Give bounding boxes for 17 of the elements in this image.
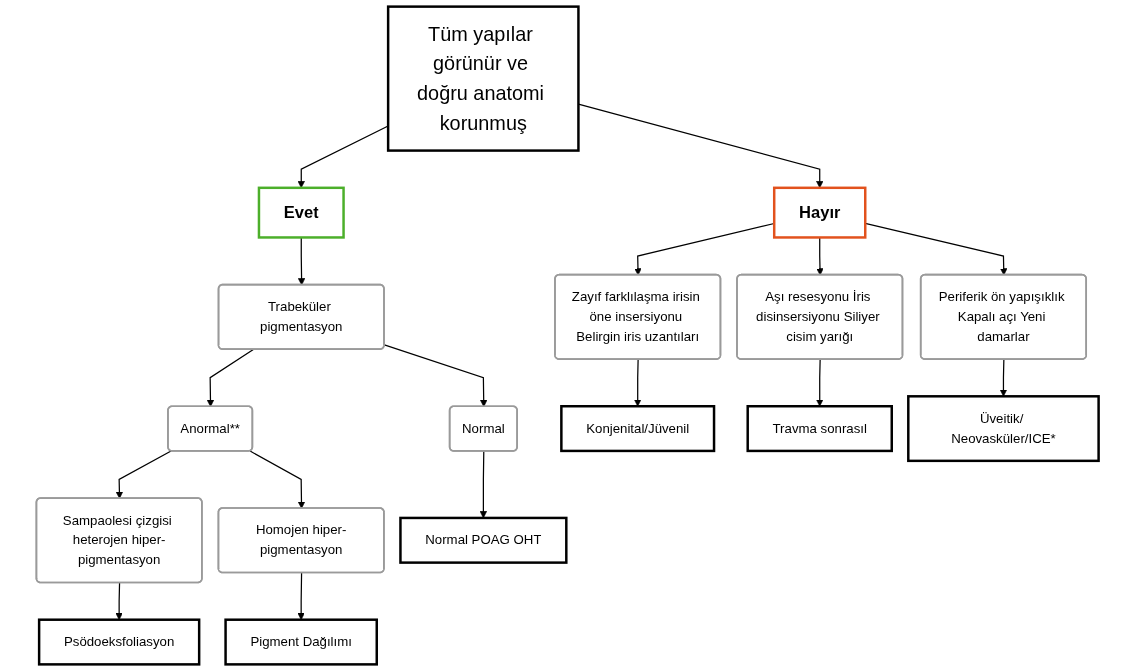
node-box: Hayır xyxy=(772,186,867,239)
node-box: Pigment Dağılımı xyxy=(224,618,378,666)
node-box: Travma sonrasıl xyxy=(746,405,893,453)
node-box: Normal POAG OHT xyxy=(399,516,568,564)
node-box: Evet xyxy=(257,186,345,239)
arrow xyxy=(249,450,306,509)
arrow xyxy=(115,450,172,499)
arrow xyxy=(206,348,254,407)
arrow xyxy=(383,344,488,407)
arrow xyxy=(816,358,824,407)
node-box: Üveitik/ Neovasküler/ICE* xyxy=(907,395,1100,463)
arrow xyxy=(634,222,775,276)
node-box: Konjenital/Jüvenil xyxy=(560,405,716,453)
arrow xyxy=(999,358,1008,397)
arrow xyxy=(634,358,642,407)
node-box: Psödoeksfoliasyon xyxy=(37,618,201,666)
node-box: Tüm yapılar görünür ve doğru anatomi korunmuş xyxy=(386,5,580,152)
